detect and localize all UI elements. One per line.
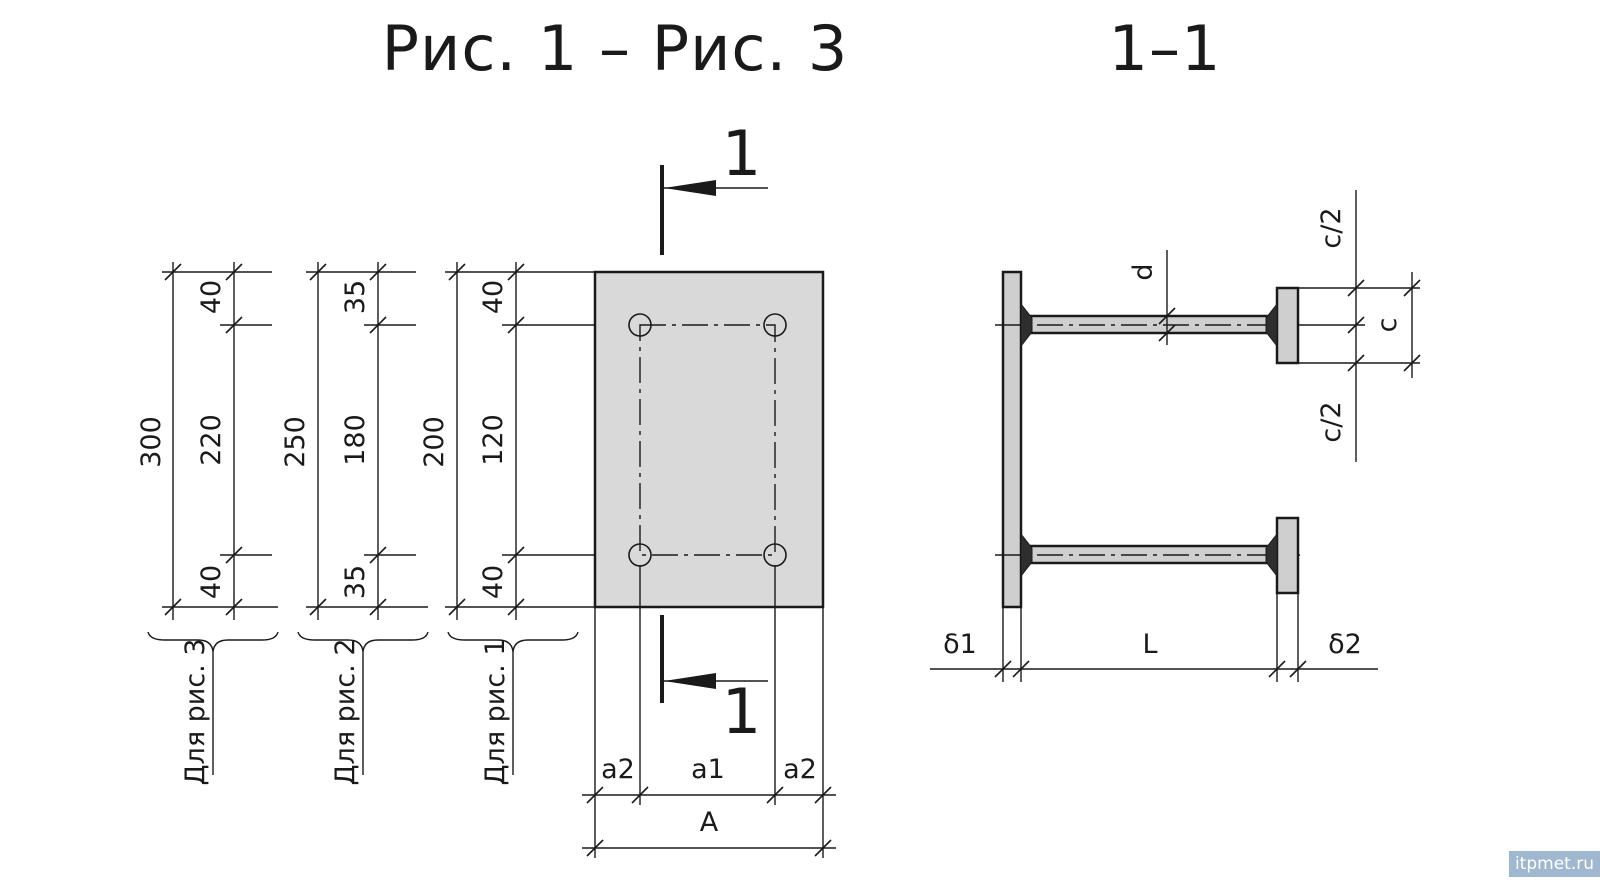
dimension-tick <box>586 839 604 857</box>
dimension-tick <box>369 598 387 616</box>
end-plate-top <box>1275 286 1300 365</box>
dim-a2-left: a2 <box>601 754 635 785</box>
plate-width-dimensions: a2 a1 a2 A <box>582 565 836 858</box>
dimension-tick <box>1403 279 1421 297</box>
dimension-tick <box>369 263 387 281</box>
dimension-tick <box>1268 660 1286 678</box>
brace-fig1 <box>447 631 579 653</box>
dimension-tick <box>225 263 243 281</box>
dimension-tick <box>164 598 182 616</box>
dimension-tick <box>814 839 832 857</box>
dim-d: d <box>1128 263 1159 280</box>
dimension-tick <box>507 546 525 564</box>
dim-fig1-total: 200 <box>419 416 450 468</box>
dim-fig3-middle: 220 <box>196 414 227 466</box>
dimension-tick <box>507 316 525 334</box>
watermark-badge[interactable]: itpmet.ru <box>1508 851 1600 877</box>
dimension-chain-fig3: 300 40 220 40 Для рис. 3 <box>136 262 279 786</box>
section-cut-marker-top: 1 <box>660 117 768 255</box>
dim-c-half-bottom: c/2 <box>1316 401 1347 442</box>
brace-fig2 <box>297 631 429 653</box>
section-title: 1–1 <box>1109 12 1222 85</box>
weld-seam <box>1020 302 1033 348</box>
dim-fig2-total: 250 <box>280 416 311 468</box>
dim-fig1-middle: 120 <box>478 414 509 466</box>
dim-fig3-total: 300 <box>136 416 167 468</box>
dimension-tick <box>1158 324 1176 342</box>
dim-delta2: δ2 <box>1328 629 1362 660</box>
weld-seam <box>1020 532 1033 578</box>
dimension-tick <box>309 263 327 281</box>
dimension-tick <box>507 263 525 281</box>
anchor-rod-bottom <box>1027 544 1271 565</box>
dim-fig2-bottom: 35 <box>340 565 371 599</box>
dim-c-half-top: c/2 <box>1316 207 1347 248</box>
dim-fig1-top: 40 <box>478 280 509 314</box>
dimension-tick <box>994 660 1012 678</box>
weld-seam <box>1265 302 1278 348</box>
end-plate-bottom <box>1275 516 1300 595</box>
dim-fig2-middle: 180 <box>340 414 371 466</box>
dimension-tick <box>631 786 649 804</box>
dimension-tick <box>1158 307 1176 325</box>
section-mark-top: 1 <box>722 117 762 190</box>
anchor-rod-top <box>1027 314 1271 335</box>
dimension-tick <box>1347 316 1365 334</box>
dimension-tick <box>448 598 466 616</box>
dimension-tick <box>225 546 243 564</box>
dim-c: c <box>1372 318 1403 333</box>
section-cut-marker-bottom: 1 <box>660 615 768 748</box>
dimension-tick <box>814 786 832 804</box>
dim-A-total: A <box>700 807 719 838</box>
weld-seam <box>1265 532 1278 578</box>
arrow-head-icon <box>664 180 716 196</box>
dim-a1: a1 <box>691 754 725 785</box>
dim-L: L <box>1142 629 1157 660</box>
dim-fig3-top: 40 <box>196 280 227 314</box>
base-plate-section <box>1001 270 1023 609</box>
dimension-tick <box>369 546 387 564</box>
arrow-head-icon <box>664 673 716 689</box>
bolt-centerline-frame <box>639 324 776 556</box>
section-view: d c/2 c c/2 δ1 L δ2 <box>930 190 1421 682</box>
base-plate-plan <box>593 270 825 609</box>
dimension-tick <box>369 316 387 334</box>
dim-fig3-bottom: 40 <box>196 565 227 599</box>
main-title: Рис. 1 – Рис. 3 <box>382 12 849 85</box>
dim-fig1-bottom: 40 <box>478 565 509 599</box>
dimension-tick <box>309 598 327 616</box>
caption-fig2: Для рис. 2 <box>330 638 361 785</box>
dim-fig2-top: 35 <box>340 280 371 314</box>
dimension-tick <box>1289 660 1307 678</box>
dimension-tick <box>448 263 466 281</box>
dimension-tick <box>1347 279 1365 297</box>
dimension-tick <box>225 598 243 616</box>
dimension-tick <box>164 263 182 281</box>
dimension-tick <box>1403 354 1421 372</box>
dimension-tick <box>1012 660 1030 678</box>
brace-fig3 <box>147 631 279 653</box>
section-mark-bottom: 1 <box>722 675 762 748</box>
dimension-tick <box>1347 354 1365 372</box>
bolt-hole <box>763 313 787 337</box>
dimension-tick <box>507 598 525 616</box>
dim-a2-right: a2 <box>783 754 817 785</box>
dimension-tick <box>586 786 604 804</box>
caption-fig1: Для рис. 1 <box>480 638 511 785</box>
dimension-tick <box>225 316 243 334</box>
dimension-tick <box>766 786 784 804</box>
dimension-chain-fig1: 200 40 120 40 Для рис. 1 <box>419 262 640 786</box>
caption-fig3: Для рис. 3 <box>180 638 211 785</box>
bolt-hole <box>628 313 652 337</box>
dim-delta1: δ1 <box>943 629 977 660</box>
dimension-chain-fig2: 250 35 180 35 Для рис. 2 <box>280 262 429 786</box>
